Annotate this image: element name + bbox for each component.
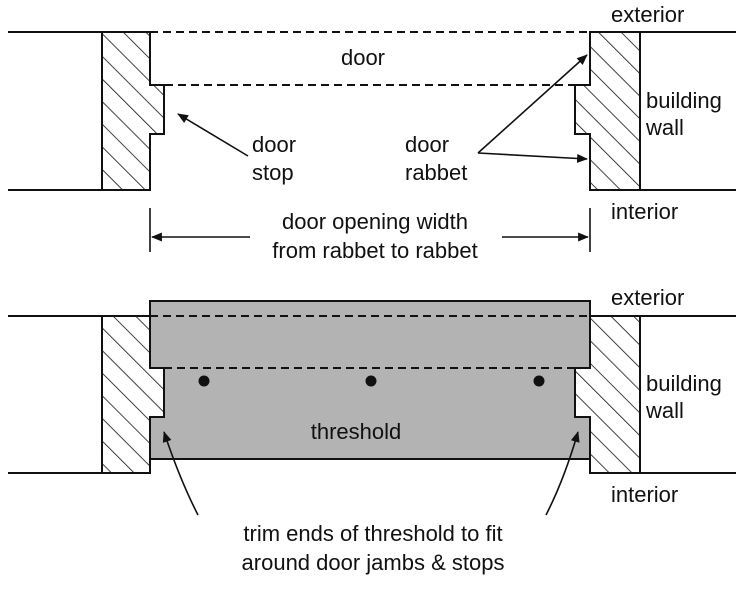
opening-width-dimension bbox=[149, 208, 591, 252]
bottom-exterior-label: exterior bbox=[611, 285, 684, 310]
top-left-door-jamb bbox=[101, 31, 165, 191]
threshold-screw-right bbox=[533, 375, 545, 387]
trim-note-line2: around door jambs & stops bbox=[242, 550, 505, 575]
trim-note-line1: trim ends of threshold to fit bbox=[243, 521, 502, 546]
threshold-screw-left bbox=[198, 375, 210, 387]
trim-arrow-left bbox=[162, 431, 199, 516]
door-stop-arrow bbox=[177, 113, 249, 157]
top-building-wall-label-line1: building bbox=[646, 88, 722, 113]
opening-width-label-line1: door opening width bbox=[282, 209, 468, 234]
bottom-wall-lines bbox=[8, 315, 736, 474]
door-rabbet-label-line2: rabbet bbox=[405, 160, 467, 185]
threshold-screw-middle bbox=[365, 375, 377, 387]
trim-arrow-right bbox=[545, 431, 580, 516]
bottom-building-wall-label-line2: wall bbox=[645, 398, 684, 423]
bottom-building-wall-label-line1: building bbox=[646, 371, 722, 396]
door-stop-label-line2: stop bbox=[252, 160, 294, 185]
bottom-right-jamb-hatch bbox=[575, 316, 640, 473]
top-interior-label: interior bbox=[611, 199, 678, 224]
door-rabbet-arrow-upper bbox=[477, 54, 588, 154]
door-stop-label-line1: door bbox=[252, 132, 296, 157]
opening-width-label-line2: from rabbet to rabbet bbox=[272, 238, 477, 263]
bottom-left-jamb-hatch bbox=[102, 316, 164, 473]
bottom-interior-label: interior bbox=[611, 482, 678, 507]
top-wall-lines bbox=[8, 31, 736, 191]
top-building-wall-label-line2: wall bbox=[645, 115, 684, 140]
threshold-label: threshold bbox=[311, 419, 402, 444]
top-right-door-jamb bbox=[574, 31, 641, 191]
top-panel: exterior interior door building wall doo… bbox=[8, 2, 736, 263]
door-rabbet-label-line1: door bbox=[405, 132, 449, 157]
door-label: door bbox=[341, 45, 385, 70]
top-exterior-label: exterior bbox=[611, 2, 684, 27]
door-rabbet-arrow-lower bbox=[477, 152, 588, 163]
bottom-panel: exterior interior building wall threshol… bbox=[8, 285, 736, 575]
